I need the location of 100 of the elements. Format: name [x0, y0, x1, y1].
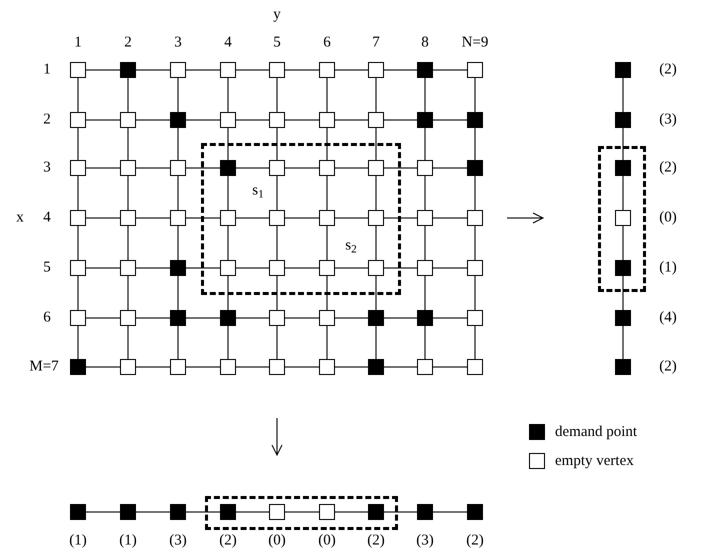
axis-label: 1 [43, 62, 51, 78]
demand-point [615, 359, 631, 375]
axis-label: 6 [323, 36, 331, 50]
empty-vertex [319, 112, 335, 128]
grid-edge [424, 78, 426, 112]
grid-edge [236, 366, 270, 368]
grid-edge [622, 326, 624, 360]
empty-vertex [120, 310, 136, 326]
dashed-window [205, 496, 398, 530]
empty-vertex [368, 160, 384, 176]
empty-vertex [417, 160, 433, 176]
empty-vertex [220, 260, 236, 276]
empty-vertex [319, 504, 335, 520]
demand-point [615, 62, 631, 78]
demand-point [220, 310, 236, 326]
legend-text: empty vertex [555, 454, 634, 469]
grid-edge [424, 176, 426, 210]
grid-edge [276, 326, 278, 360]
empty-vertex [269, 210, 285, 226]
axis-label: s$_{1}$ [252, 184, 264, 198]
empty-vertex [70, 260, 86, 276]
empty-vertex [319, 310, 335, 326]
empty-vertex [269, 112, 285, 128]
empty-vertex [368, 62, 384, 78]
demand-point [615, 260, 631, 276]
grid-edge [276, 78, 278, 112]
grid-edge [474, 176, 476, 210]
empty-vertex [269, 359, 285, 375]
axis-label: (0) [268, 534, 286, 548]
empty-vertex [319, 62, 335, 78]
empty-vertex [70, 112, 86, 128]
grid-edge [186, 366, 220, 368]
axis-label: 5 [43, 260, 51, 276]
empty-vertex [319, 359, 335, 375]
axis-label: (1) [69, 534, 87, 548]
empty-vertex [70, 310, 86, 326]
grid-edge [326, 226, 328, 260]
demand-point [70, 504, 86, 520]
empty-vertex [70, 210, 86, 226]
grid-edge [474, 78, 476, 112]
empty-vertex [220, 210, 236, 226]
empty-vertex [467, 359, 483, 375]
empty-vertex [220, 112, 236, 128]
axis-label: 3 [43, 160, 51, 176]
empty-vertex [319, 160, 335, 176]
axis-label: N=9 [462, 36, 488, 50]
axis-label: (3) [169, 534, 187, 548]
axis-label: x [16, 210, 24, 226]
grid-edge [622, 176, 624, 210]
grid-edge [326, 128, 328, 160]
empty-vertex [467, 62, 483, 78]
demand-point [70, 359, 86, 375]
grid-edge [334, 366, 368, 368]
grid-edge [424, 326, 426, 360]
empty-vertex [170, 160, 186, 176]
demand-point [467, 112, 483, 128]
grid-edge [474, 276, 476, 310]
demand-point [368, 310, 384, 326]
axis-label: (0) [659, 210, 677, 226]
empty-vertex [120, 260, 136, 276]
empty-vertex [120, 210, 136, 226]
empty-vertex [368, 260, 384, 276]
demand-point [170, 260, 186, 276]
grid-edge [276, 176, 278, 210]
dashed-window [201, 143, 401, 295]
empty-vertex [70, 160, 86, 176]
empty-vertex [319, 210, 335, 226]
demand-point [220, 504, 236, 520]
demand-point [120, 504, 136, 520]
axis-label: (2) [659, 62, 677, 78]
demand-point [417, 112, 433, 128]
axis-label: (2) [367, 534, 385, 548]
grid-edge [474, 326, 476, 360]
empty-vertex [368, 210, 384, 226]
grid-edge [86, 366, 120, 368]
axis-label: (2) [466, 534, 484, 548]
axis-label: 1 [74, 36, 82, 50]
grid-edge [622, 226, 624, 260]
axis-label: (2) [659, 160, 677, 176]
axis-label: (4) [659, 310, 677, 326]
demand-point [615, 160, 631, 176]
empty-vertex [615, 210, 631, 226]
grid-edge [622, 78, 624, 112]
axis-label: M=7 [29, 360, 59, 374]
grid-edge [326, 326, 328, 360]
empty-vertex [220, 359, 236, 375]
empty-vertex [269, 310, 285, 326]
grid-edge [326, 176, 328, 210]
empty-vertex [170, 210, 186, 226]
grid-edge [384, 366, 418, 368]
empty-vertex [417, 260, 433, 276]
axis-label: 6 [43, 310, 51, 326]
grid-edge [276, 128, 278, 160]
demand-point [368, 504, 384, 520]
empty-vertex [269, 62, 285, 78]
demand-point [615, 310, 631, 326]
axis-label: 2 [124, 36, 132, 50]
grid-edge [474, 226, 476, 260]
demand-point [467, 160, 483, 176]
axis-label: 2 [43, 112, 51, 128]
